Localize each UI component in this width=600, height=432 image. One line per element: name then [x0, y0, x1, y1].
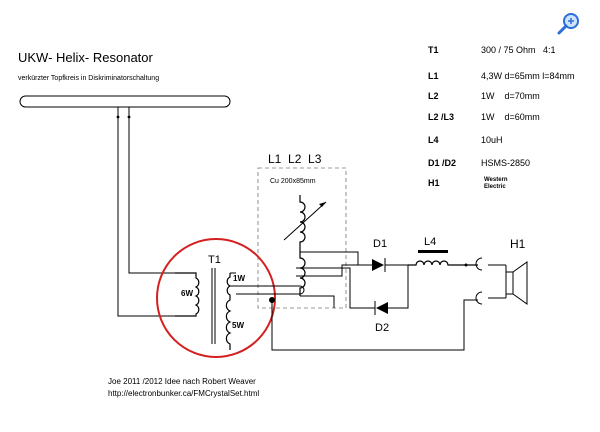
wire: [296, 267, 372, 309]
diode-d1-label: D1: [373, 238, 387, 250]
resonator-bar: [19, 95, 231, 108]
winding-6w-label: 6W: [181, 289, 193, 298]
part-name: L1: [428, 71, 439, 81]
source-url[interactable]: http://electronbunker.ca/FMCrystalSet.ht…: [108, 389, 259, 398]
part-value: 1W d=70mm: [481, 91, 540, 101]
choke-l4: [408, 260, 478, 266]
part-value: 4,3W d=65mm l=84mm: [481, 71, 575, 81]
zoom-in-icon[interactable]: [557, 13, 579, 35]
parts-list: T1 300 / 75 Ohm 4:1 L1 4,3W d=65mm l=84m…: [428, 45, 575, 190]
plug-socket: [475, 257, 483, 271]
winding-1w-label: 1W: [233, 274, 245, 283]
primary-winding: [175, 272, 200, 317]
part-name: D1 /D2: [428, 158, 456, 168]
part-name: L2: [428, 91, 439, 101]
winding-5w-label: 5W: [232, 321, 244, 330]
diagram-title: UKW- Helix- Resonator: [18, 50, 154, 65]
diode-d2-label: D2: [375, 322, 389, 334]
headphone-h1-label: H1: [510, 237, 526, 251]
variable-coil: [299, 195, 306, 252]
diagram-subtitle: verkürzter Topfkreis in Diskriminatorsch…: [18, 75, 159, 82]
secondary-coil: [299, 252, 306, 296]
wire: [372, 265, 409, 309]
plug-socket: [475, 291, 483, 305]
part-name: H1: [428, 178, 440, 188]
speaker-cone: [512, 261, 528, 305]
speaker-body: [505, 271, 514, 295]
wire: [488, 264, 506, 299]
part-value: 10uH: [481, 135, 503, 145]
lead-wire: [117, 107, 175, 317]
choke-core: [418, 250, 448, 253]
part-name: T1: [428, 45, 439, 55]
variable-arrow: [283, 201, 327, 241]
wire: [300, 295, 335, 308]
return-wire: [400, 299, 478, 351]
coil-material-label: Cu 200x85mm: [270, 178, 316, 185]
wire: [296, 264, 372, 277]
wire: [300, 251, 359, 265]
resonator-box: [257, 167, 347, 309]
credit-text: Joe 2011 /2012 Idee nach Robert Weaver: [108, 377, 256, 386]
lead-wire: [128, 107, 175, 274]
common-wire: [271, 300, 400, 351]
transformer-label: T1: [208, 254, 221, 266]
part-name: L2 /L3: [428, 112, 454, 122]
part-value: HSMS-2850: [481, 158, 530, 168]
part-value: 1W d=60mm: [481, 112, 540, 122]
coil-labels: L1 L2 L3: [268, 152, 322, 166]
part-value: 300 / 75 Ohm 4:1: [481, 45, 556, 55]
diode-d2: [376, 302, 388, 314]
link-loop: [230, 285, 305, 295]
choke-l4-label: L4: [424, 236, 436, 248]
highlight-circle: [156, 238, 276, 358]
diode-d1: [372, 259, 384, 271]
secondary-winding: [225, 273, 232, 350]
part-name: L4: [428, 135, 439, 145]
